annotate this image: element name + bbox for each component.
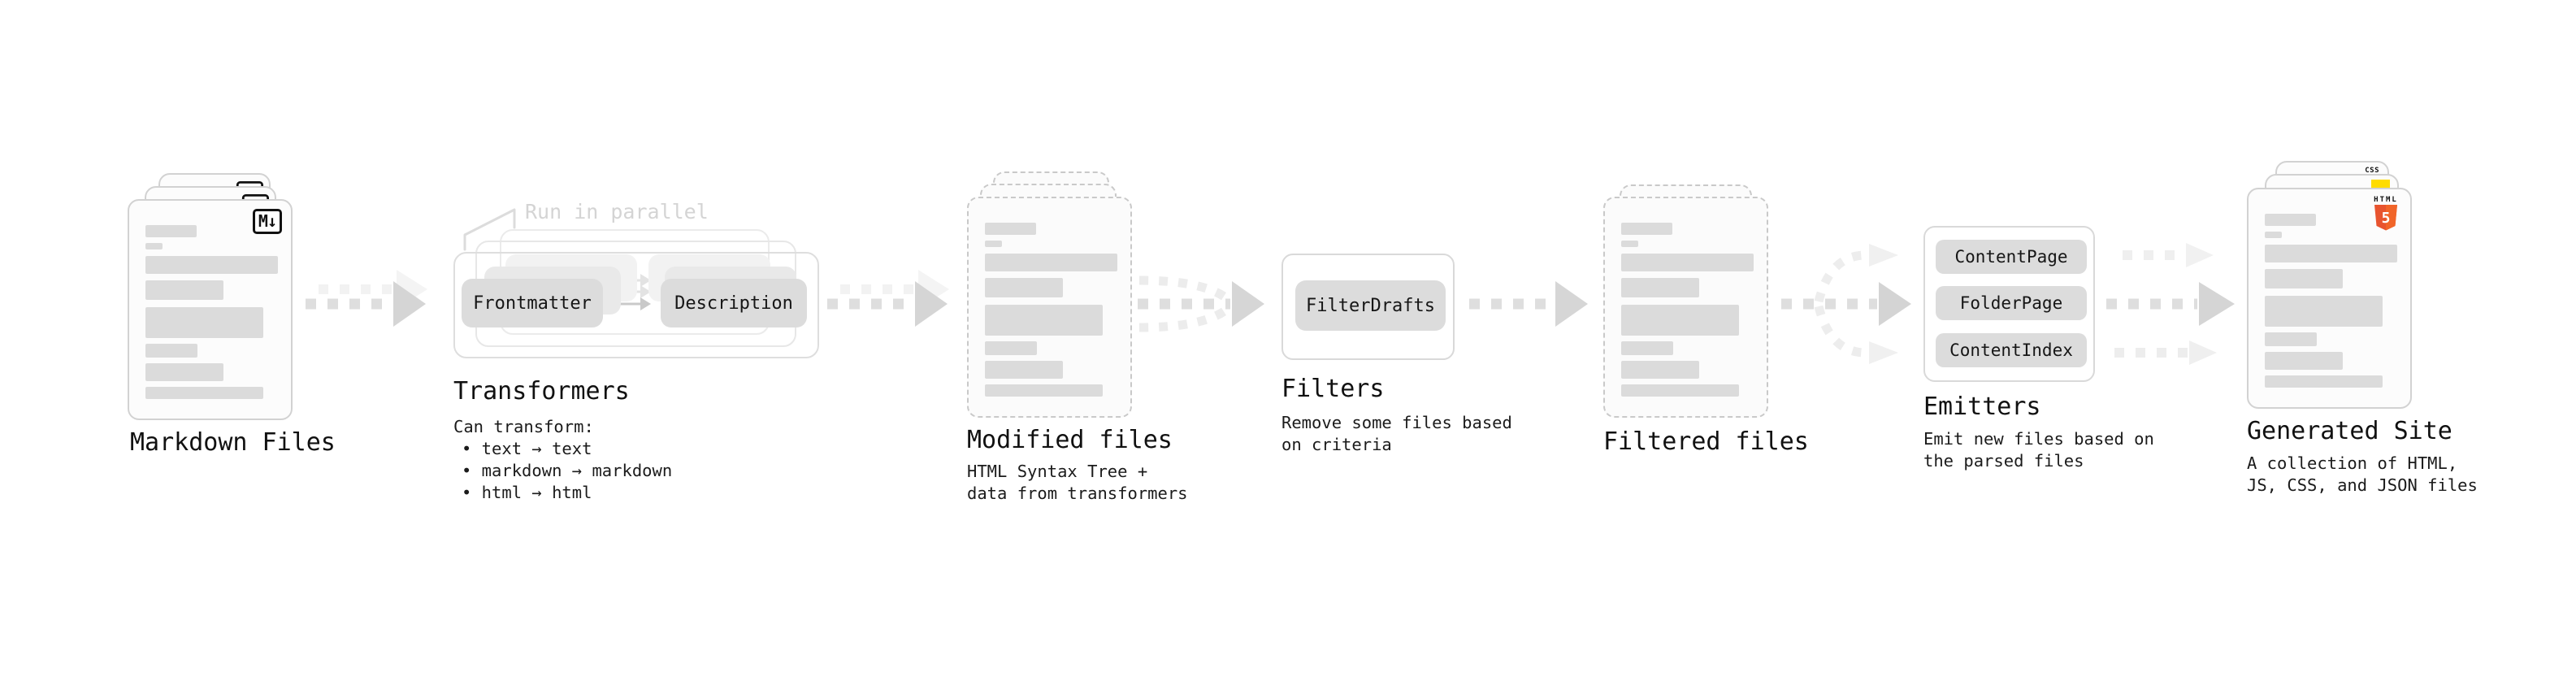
arrow-markdown-to-transformers — [306, 270, 427, 327]
folderpage-pill: FolderPage — [1936, 286, 2087, 320]
arrow-emitters-to-generated — [2106, 243, 2235, 365]
text-line-placeholder — [1621, 384, 1739, 397]
text-line-placeholder — [1621, 223, 1672, 235]
text-line-placeholder — [2265, 375, 2383, 388]
contentpage-pill: ContentPage — [1936, 240, 2087, 274]
emitters-title: Emitters — [1923, 393, 2041, 421]
description-pill: Description — [661, 279, 807, 327]
html5-shield: 5 — [2374, 205, 2397, 231]
filters-title: Filters — [1281, 375, 1385, 403]
text-line-placeholder — [985, 223, 1036, 235]
arrow-transformers-to-modified — [827, 270, 949, 327]
js-icon — [2371, 180, 2390, 190]
markdown-file-card-front: M↓ — [128, 199, 293, 420]
text-line-placeholder — [1621, 241, 1638, 247]
filters-description: Remove some files based on criteria — [1281, 412, 1512, 456]
text-line-placeholder — [985, 384, 1103, 397]
text-line-placeholder — [2265, 214, 2316, 226]
transformer-box-front — [453, 252, 819, 358]
text-line-placeholder — [145, 363, 223, 381]
text-line-placeholder — [985, 361, 1063, 379]
filterdrafts-pill: FilterDrafts — [1295, 280, 1446, 331]
emitters-desc-line: the parsed files — [1923, 451, 2084, 471]
text-line-placeholder — [1621, 254, 1754, 271]
filtered-files-title: Filtered files — [1603, 427, 1809, 456]
text-line-placeholder — [2265, 296, 2383, 327]
emitters-description: Emit new files based on the parsed files — [1923, 428, 2154, 472]
modified-file-card-front — [967, 197, 1132, 418]
transformers-title: Transformers — [453, 377, 630, 406]
html5-number: 5 — [2382, 210, 2391, 227]
arrow-filtered-to-emitters-split — [1781, 244, 1911, 364]
text-line-placeholder — [145, 344, 197, 358]
arrow-filters-to-filtered — [1469, 281, 1588, 327]
run-in-parallel-label: Run in parallel — [525, 200, 709, 223]
text-line-placeholder — [2265, 245, 2397, 262]
generated-site-title: Generated Site — [2247, 417, 2452, 445]
transformers-desc-title: Can transform: — [453, 417, 594, 436]
text-line-placeholder — [2265, 352, 2343, 370]
transformers-bullet: • markdown → markdown — [462, 461, 673, 480]
transformers-description: Can transform: • text → text • markdown … — [453, 416, 672, 504]
generated-desc-line: JS, CSS, and JSON files — [2247, 475, 2478, 495]
text-line-placeholder — [985, 241, 1002, 247]
modified-desc-line: data from transformers — [967, 484, 1188, 503]
frontmatter-pill: Frontmatter — [462, 279, 603, 327]
filtered-file-card-front — [1603, 197, 1768, 418]
filters-desc-line: on criteria — [1281, 435, 1392, 454]
html5-icon: HTML 5 — [2371, 196, 2400, 234]
filters-panel: FilterDrafts — [1281, 254, 1455, 360]
text-line-placeholder — [985, 254, 1117, 271]
generated-site-description: A collection of HTML, JS, CSS, and JSON … — [2247, 453, 2478, 497]
text-line-placeholder — [1621, 278, 1699, 297]
filters-desc-line: Remove some files based — [1281, 413, 1512, 432]
modified-files-title: Modified files — [967, 426, 1173, 454]
text-line-placeholder — [1621, 305, 1739, 336]
text-line-placeholder — [145, 243, 163, 249]
modified-files-description: HTML Syntax Tree + data from transformer… — [967, 461, 1188, 505]
text-line-placeholder — [2265, 332, 2317, 346]
modified-desc-line: HTML Syntax Tree + — [967, 462, 1148, 481]
text-line-placeholder — [985, 341, 1037, 355]
transformers-bullet: • html → html — [462, 483, 592, 502]
text-line-placeholder — [1621, 361, 1699, 379]
arrow-modified-to-filters-merge — [1138, 275, 1264, 332]
text-line-placeholder — [145, 225, 197, 237]
text-line-placeholder — [145, 280, 223, 300]
emitters-panel: ContentPage FolderPage ContentIndex — [1923, 226, 2095, 382]
html5-caption: HTML — [2374, 196, 2398, 204]
emitters-desc-line: Emit new files based on — [1923, 429, 2154, 449]
text-line-placeholder — [145, 387, 263, 399]
text-line-placeholder — [985, 305, 1103, 336]
contentindex-pill: ContentIndex — [1936, 333, 2087, 367]
text-line-placeholder — [2265, 232, 2282, 238]
text-line-placeholder — [1621, 341, 1673, 355]
text-line-placeholder — [145, 307, 263, 338]
generated-desc-line: A collection of HTML, — [2247, 453, 2458, 473]
text-line-placeholder — [145, 256, 278, 274]
text-line-placeholder — [985, 278, 1063, 297]
markdown-icon: M↓ — [252, 209, 282, 234]
transformers-bullet: • text → text — [462, 439, 592, 458]
text-line-placeholder — [2265, 269, 2343, 288]
markdown-files-title: Markdown Files — [130, 428, 336, 457]
generated-file-card-html: HTML 5 — [2247, 188, 2412, 409]
